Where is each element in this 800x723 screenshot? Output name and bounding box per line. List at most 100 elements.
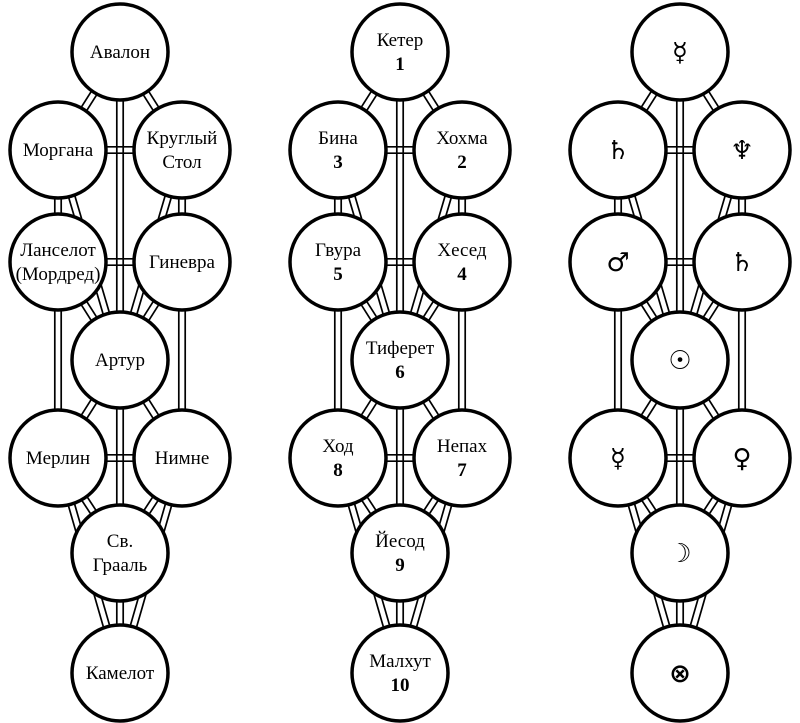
- node-arthur: Артур: [70, 310, 170, 410]
- node-label-merlin-0: Мерлин: [26, 448, 90, 469]
- node-number-netsah: 7: [457, 460, 467, 481]
- node-circle-gvura: [288, 212, 388, 312]
- node-circle-malkhut: [350, 623, 450, 723]
- node-circle-p-left3: [568, 408, 668, 508]
- node-number-keter: 1: [395, 54, 405, 75]
- node-label-morgana-0: Моргана: [23, 140, 94, 161]
- node-lancelot: Ланселот (Мордред): [8, 212, 108, 312]
- node-p-right2: ♄: [692, 212, 792, 312]
- node-circle-tiferet: [350, 310, 450, 410]
- tree-planets: ☿♄♆♂♄☉☿♀☽⊗: [568, 2, 792, 723]
- node-circle-p-lower: [630, 503, 730, 603]
- node-circle-bina: [288, 100, 388, 200]
- node-label-grail-1: Грааль: [93, 555, 148, 576]
- node-circle-merlin: [8, 408, 108, 508]
- node-label-yesod-0: Йесод: [375, 531, 425, 552]
- node-label-hesed-0: Хесед: [437, 240, 486, 261]
- node-circle-hesed: [412, 212, 512, 312]
- node-label-hokhma-0: Хохма: [436, 128, 488, 149]
- node-circle-p-right1: [692, 100, 792, 200]
- node-circle-p-center: [630, 310, 730, 410]
- node-number-hesed: 4: [457, 264, 467, 285]
- mercury-icon: ☿: [672, 38, 688, 68]
- saturn-icon: ♄: [606, 136, 629, 166]
- node-circle-p-right2: [692, 212, 792, 312]
- node-guinevere: Гиневра: [132, 212, 232, 312]
- node-circle-lancelot: [8, 212, 108, 312]
- node-label-bina-0: Бина: [318, 128, 358, 149]
- node-label-round-table-0: Круглый: [147, 128, 218, 149]
- node-label-malkhut-0: Малхут: [369, 651, 431, 672]
- node-label-nimue-0: Нимне: [155, 448, 210, 469]
- node-label-camelot-0: Камелот: [86, 663, 155, 684]
- node-morgana: Моргана: [8, 100, 108, 200]
- node-circle-netsah: [412, 408, 512, 508]
- node-circle-camelot: [70, 623, 170, 723]
- mars-icon: ♂: [606, 248, 629, 278]
- node-label-netsah-0: Непах: [437, 436, 488, 457]
- node-merlin: Мерлин: [8, 408, 108, 508]
- node-p-bottom: ⊗: [630, 623, 730, 723]
- node-circle-p-right3: [692, 408, 792, 508]
- node-label-gvura-0: Гвура: [315, 240, 362, 261]
- node-camelot: Камелот: [70, 623, 170, 723]
- node-tiferet: Тиферет 6: [350, 310, 450, 410]
- node-p-lower: ☽: [630, 503, 730, 603]
- node-p-center: ☉: [630, 310, 730, 410]
- node-circle-nimue: [132, 408, 232, 508]
- node-number-hokhma: 2: [457, 152, 467, 173]
- node-circle-p-top: [630, 2, 730, 102]
- node-hokhma: Хохма 2: [412, 100, 512, 200]
- mercury-icon: ☿: [610, 444, 626, 474]
- node-circle-hokhma: [412, 100, 512, 200]
- node-keter: Кетер 1: [350, 2, 450, 102]
- node-yesod: Йесод 9: [350, 503, 450, 603]
- node-label-grail-0: Св.: [107, 531, 133, 552]
- node-label-lancelot-0: Ланселот: [20, 240, 96, 261]
- node-label-hod-0: Ход: [322, 436, 353, 457]
- node-number-bina: 3: [333, 152, 343, 173]
- node-label-keter-0: Кетер: [377, 30, 424, 51]
- node-circle-grail: [70, 503, 170, 603]
- node-circle-round-table: [132, 100, 232, 200]
- node-p-right1: ♆: [692, 100, 792, 200]
- node-hod: Ход 8: [288, 408, 388, 508]
- node-circle-p-bottom: [630, 623, 730, 723]
- node-circle-arthur: [70, 310, 170, 410]
- node-circle-avalon: [70, 2, 170, 102]
- path-p-top-p-center: [675, 52, 685, 360]
- node-circle-morgana: [8, 100, 108, 200]
- path-avalon-arthur: [115, 52, 125, 360]
- node-number-tiferet: 6: [395, 362, 405, 383]
- node-hesed: Хесед 4: [412, 212, 512, 312]
- node-p-left3: ☿: [568, 408, 668, 508]
- node-number-hod: 8: [333, 460, 343, 481]
- node-netsah: Непах 7: [412, 408, 512, 508]
- venus-icon: ♀: [732, 444, 751, 474]
- node-label-arthur-0: Артур: [95, 350, 145, 371]
- node-label-lancelot-1: (Мордред): [16, 264, 101, 285]
- node-label-guinevere-0: Гиневра: [149, 252, 216, 273]
- node-label-avalon-0: Авалон: [90, 42, 150, 63]
- node-label-tiferet-0: Тиферет: [366, 338, 435, 359]
- node-grail: Св. Грааль: [70, 503, 170, 603]
- neptune-icon: ♆: [730, 136, 753, 166]
- node-p-right3: ♀: [692, 408, 792, 508]
- earth-icon: ⊗: [669, 659, 691, 689]
- node-circle-keter: [350, 2, 450, 102]
- node-avalon: Авалон: [70, 2, 170, 102]
- node-circle-p-left2: [568, 212, 668, 312]
- node-label-round-table-1: Стол: [162, 152, 202, 173]
- node-p-left2: ♂: [568, 212, 668, 312]
- node-circle-p-left1: [568, 100, 668, 200]
- moon-icon: ☽: [668, 539, 691, 569]
- node-nimue: Нимне: [132, 408, 232, 508]
- node-p-left1: ♄: [568, 100, 668, 200]
- node-circle-guinevere: [132, 212, 232, 312]
- node-number-yesod: 9: [395, 555, 405, 576]
